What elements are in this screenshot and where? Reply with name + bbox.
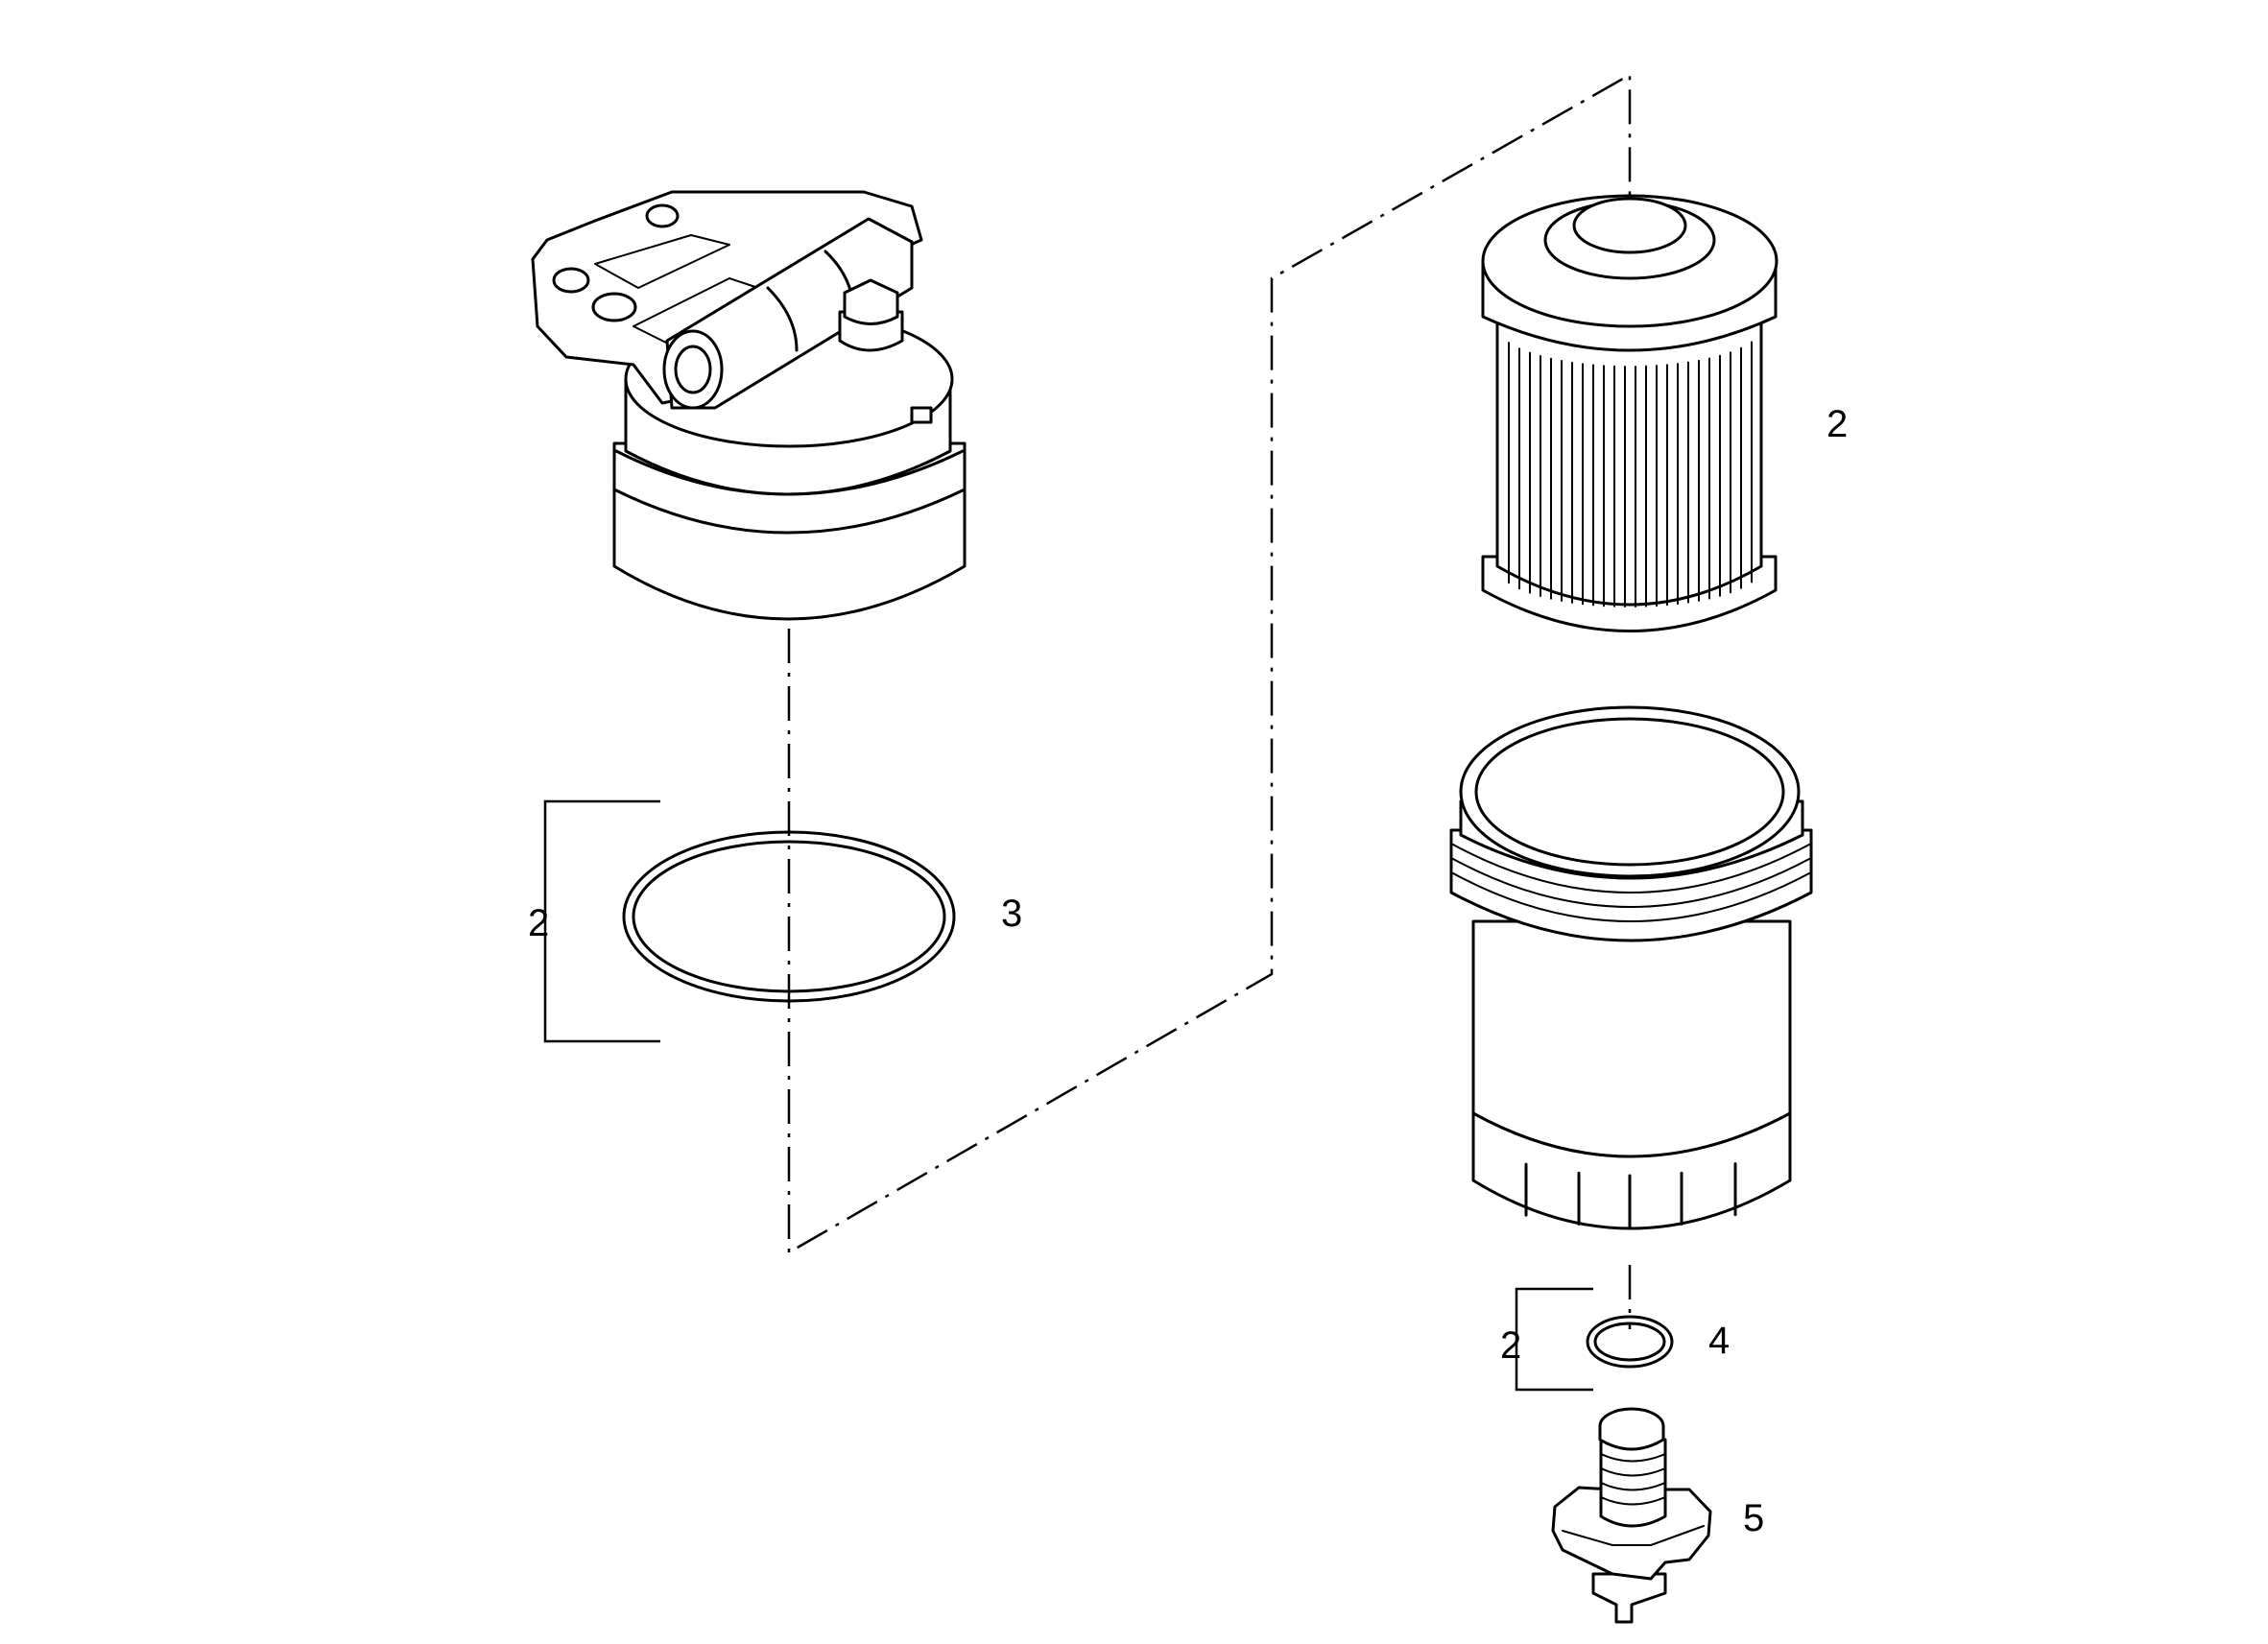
o-ring [622, 830, 956, 1003]
filter-head [531, 190, 967, 621]
callout-small-seal-bracket: 2 [1500, 1324, 1521, 1367]
callout-cartridge: 2 [1826, 403, 1848, 445]
callout-drain-plug: 5 [1743, 1497, 1764, 1539]
callout-o-ring-bracket: 2 [528, 902, 549, 944]
o-ring-bracket [543, 799, 660, 1043]
filter-cartridge [1481, 194, 1779, 632]
drain-plug [1551, 1407, 1712, 1624]
callout-o-ring: 3 [1001, 893, 1022, 935]
assembly-centerline [787, 72, 1632, 1255]
small-seal-bracket [1515, 1287, 1593, 1392]
small-seal [1586, 1315, 1674, 1369]
filter-bowl [1449, 705, 1813, 1230]
callout-small-seal: 4 [1708, 1320, 1730, 1362]
